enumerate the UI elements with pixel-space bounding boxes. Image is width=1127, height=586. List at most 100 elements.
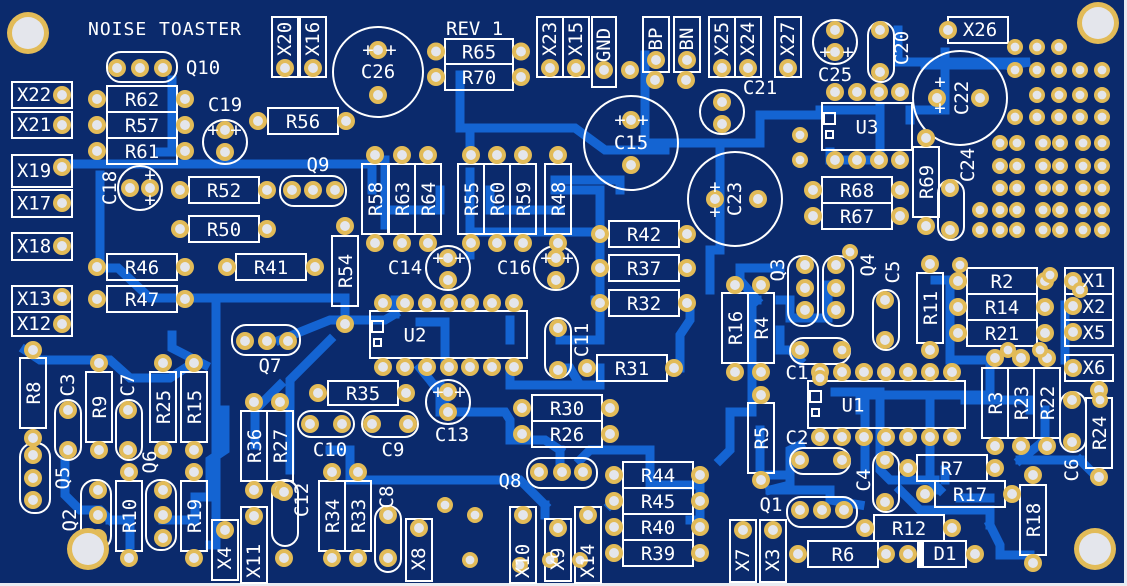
connector-x21-pad-hole <box>57 120 67 130</box>
perfboard-pad-9-hole <box>1032 90 1042 100</box>
resistor-r35-pad-2-hole <box>401 388 411 398</box>
capacitor-c14-label: C14 <box>388 257 422 279</box>
transistor-q4-outline <box>822 255 854 327</box>
resistor-r37-pad-2-hole <box>682 263 692 273</box>
resistor-r12-pad-2-hole <box>947 523 957 533</box>
capacitor-c23-label: C23 <box>724 182 746 216</box>
resistor-r62-label: R62 <box>125 89 159 111</box>
perfboard-pad-39-hole <box>1038 205 1048 215</box>
via-3-hole <box>465 555 475 565</box>
bn-pad-2-hole <box>681 75 691 85</box>
trace-23 <box>550 175 625 195</box>
ic-u3-pin-b3-hole <box>874 155 884 165</box>
perfboard-pad-29-hole <box>1097 161 1107 171</box>
resistor-r17-pad-1-hole <box>920 489 930 499</box>
connector-x19-label: X19 <box>17 160 51 182</box>
resistor-r65-label: R65 <box>462 42 496 64</box>
perfboard-pad-10-hole <box>1054 90 1064 100</box>
resistor-r56-pad-2-hole <box>341 116 351 126</box>
ic-u2-pin-b2-hole <box>400 362 410 372</box>
trace-75 <box>983 518 1035 560</box>
transistor-q7-outline <box>231 324 301 356</box>
capacitor-c25-outline <box>812 19 858 65</box>
perfboard-pad-26-hole <box>1038 161 1048 171</box>
resistor-r4-label: R4 <box>751 317 773 340</box>
connector-x15-label: X15 <box>565 22 587 56</box>
transistor-q3-outline <box>787 255 819 327</box>
transistor-q10-pad-3-hole <box>158 63 168 73</box>
connector-bn-label: BN <box>676 28 698 51</box>
resistor-r8-label: R8 <box>23 382 45 405</box>
resistor-r31-label: R31 <box>615 358 649 380</box>
perfboard-pad-13-hole <box>1010 112 1020 122</box>
transistor-q5-pad-1-hole <box>28 450 38 460</box>
perfboard-pad-17-hole <box>1097 112 1107 122</box>
capacitor-c26-outline <box>332 26 424 118</box>
capacitor-c5-pad-2-hole <box>880 335 890 345</box>
resistor-r67-pad-1-hole <box>808 211 818 221</box>
connector-x27-pad-hole <box>783 63 793 73</box>
ic-u2-pin-t1-hole <box>378 298 388 308</box>
capacitor-c10-outline <box>297 410 355 438</box>
capacitor-c7-label: C7 <box>117 374 139 397</box>
capacitor-c16-pad-1-hole <box>551 253 561 263</box>
connector-x22-pad-hole <box>57 90 67 100</box>
labels-layer: NOISE TOASTER REV 1 X22X21X19X17X18X13X1… <box>17 18 1111 578</box>
ic-u1-outline <box>807 380 966 429</box>
resistor-r3-pad-1-hole <box>990 353 1000 363</box>
polarity-plus-20: + <box>934 97 945 119</box>
capacitor-c8-label: C8 <box>376 486 398 509</box>
connector-x4-label: X4 <box>214 547 236 570</box>
resistor-r65-pad-2-hole <box>516 46 526 57</box>
capacitor-c1-label: C1 <box>786 362 809 384</box>
perfboard-pad-23-hole <box>1097 138 1107 148</box>
via-6-hole <box>575 555 585 565</box>
resistor-r31-pad-1-hole <box>582 363 592 373</box>
polarity-plus-10: + <box>562 247 573 269</box>
transistor-q4-pad-2-hole <box>831 283 841 293</box>
trace-9 <box>640 50 725 148</box>
resistor-r36-pad-1-hole <box>249 397 259 407</box>
perfboard-pad-25-hole <box>1012 161 1022 171</box>
connector-x4-pad-hole <box>220 525 230 535</box>
polarity-plus-5: + <box>144 164 155 186</box>
resistor-r56-pad-1-hole <box>253 116 263 126</box>
resistor-r47-pad-1-hole <box>92 294 102 304</box>
connector-gnd-label: GND <box>593 28 615 62</box>
connector-x24-pad-hole <box>743 63 753 73</box>
capacitor-c12-pad-1-hole <box>279 487 289 497</box>
perfboard-pad-14-hole <box>1032 112 1042 122</box>
resistor-r7-pad-1-hole <box>903 463 913 473</box>
transistor-q3-pad-1-hole <box>800 260 810 270</box>
connector-x23-label: X23 <box>539 22 561 56</box>
polarity-plus-7: + <box>432 247 443 269</box>
resistor-r52-pad-1-hole <box>175 185 185 195</box>
capacitor-c14-outline <box>425 245 471 291</box>
resistor-r70-pad-1-hole <box>431 72 441 82</box>
ic-u1-pin-b6-hole <box>925 432 935 442</box>
polarity-plus-1: + <box>362 39 373 61</box>
perfboard-pad-4-hole <box>1010 65 1020 75</box>
ic-u1-label: U1 <box>842 395 865 417</box>
trace-74 <box>893 483 995 530</box>
capacitor-c4-pad-1-hole <box>880 455 890 465</box>
resistor-r57-pad-1-hole <box>92 120 102 130</box>
resistor-r50-label: R50 <box>207 219 241 241</box>
resistor-r5-label: R5 <box>751 427 773 450</box>
resistor-r21-pad-1-hole <box>953 328 963 338</box>
connector-x8-pad-hole <box>414 523 424 533</box>
transistor-q2-label: Q2 <box>59 509 81 532</box>
connector-bp-label: BP <box>645 28 667 51</box>
transistor-q6-pad-2-hole <box>158 510 168 520</box>
resistor-r40-pad-2-hole <box>695 522 705 532</box>
perfboard-pad-21-hole <box>1055 138 1065 148</box>
resistor-r54-pad-2-hole <box>340 319 350 329</box>
trace-40 <box>285 333 337 475</box>
ic-u2-pin-t7-hole <box>509 298 519 308</box>
resistor-r8-pad-2-hole <box>28 433 38 443</box>
ic-u1-pin-t2-hole <box>837 367 847 377</box>
resistor-r21-label: R21 <box>985 323 1019 345</box>
resistor-r22-label: R22 <box>1037 386 1059 420</box>
capacitor-c11-pad-2-hole <box>553 365 563 375</box>
capacitor-c26-pad-1-hole <box>373 45 383 55</box>
